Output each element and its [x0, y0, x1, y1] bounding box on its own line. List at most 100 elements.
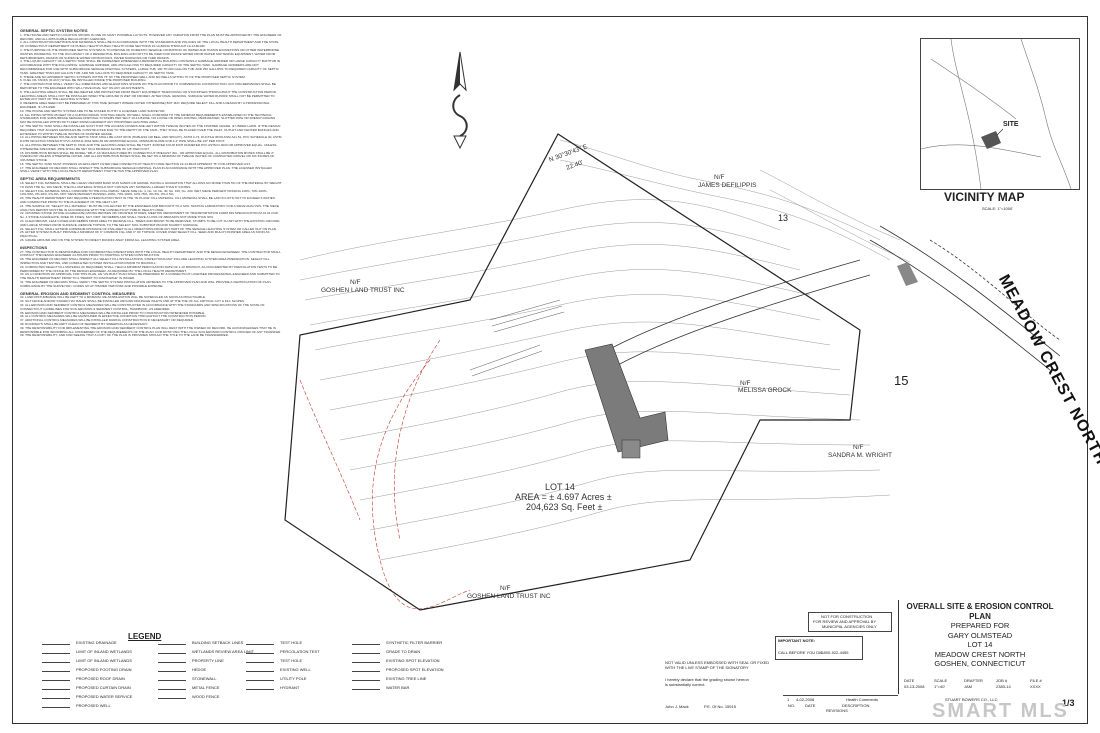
- title-block-frame: [898, 600, 1063, 694]
- site-label: SITE: [1003, 121, 1019, 128]
- job-label: JOB #: [996, 678, 1008, 683]
- not-for-construction-box: [808, 612, 892, 632]
- note-item: 4. THE LIQUID CAPACITY OF A SEPTIC TANK …: [20, 59, 281, 75]
- legend-swatch: [158, 662, 186, 663]
- legend-swatch: [352, 662, 380, 663]
- note-item: 3. THE PURPOSE OF THE PROPOSED SEPTIC SY…: [20, 47, 280, 60]
- neighbor-left-nf: N/F: [350, 279, 361, 286]
- inspection-notes-heading: INSPECTIONS: [20, 244, 48, 250]
- legend-swatch: [246, 653, 274, 654]
- legend-title: LEGEND: [128, 632, 162, 641]
- note-item: 29. COMPACTED SELECT FILL MATERIAL (IF R…: [20, 264, 278, 273]
- legend-label: SYNTHETIC FILTER BARRIER: [386, 640, 443, 645]
- important-note-box: [775, 636, 863, 660]
- engineer-pe-number: P.E. Of No. 15915: [704, 704, 736, 709]
- legend-swatch: [158, 698, 186, 699]
- legend-label: EXISTING SPOT ELEVATION: [386, 658, 440, 663]
- note-item: 11. ALL PIPING WITHIN 25 FEET OF A CURTA…: [20, 112, 276, 125]
- legend-label: LIMIT OF INLAND WETLANDS: [76, 649, 132, 654]
- title-line-5: MEADOW CREST NORTH: [934, 649, 1026, 659]
- fill-notes-heading: SEPTIC AREA REQUIREMENTS: [20, 176, 80, 182]
- revisions-col-date: DATE: [805, 703, 816, 708]
- legend-label: GRADE TO DRAIN: [386, 649, 421, 654]
- neighbor-left-name: GOSHEN LAND TRUST INC: [321, 287, 405, 294]
- note-item: 33. SILT FENCE AND/OR STAKED HAY BALES S…: [20, 299, 245, 304]
- note-item: 30. AS A CONDITION OF APPROVAL FOR THIS …: [20, 272, 280, 281]
- legend-label: EXISTING DRAINAGE: [76, 640, 117, 645]
- file-label: FILE #: [1030, 678, 1042, 683]
- for-review-note: FOR REVIEW AND APPROVAL BY: [813, 619, 877, 624]
- legend-label: HYDRANT: [280, 685, 300, 690]
- legend-swatch: [352, 671, 380, 672]
- legend-label: WATER BAR: [386, 685, 410, 690]
- legend-label: PROPOSED FOOTING DRAIN: [76, 667, 132, 672]
- fill-notes-list: 18. SELECT FILL MATERIAL SHALL BE CLEAN …: [20, 181, 282, 243]
- note-item: 7. THE CONTRACTOR SHALL VERIFY ALL DIMEN…: [20, 82, 276, 90]
- title-line-4: LOT 14: [967, 640, 993, 649]
- title-line-3: GARY OLMSTEAD: [947, 630, 1013, 640]
- legend-swatch: [42, 644, 70, 645]
- note-item: 35. EROSION AND SEDIMENT CONTROL MEASURE…: [20, 310, 206, 315]
- note-item: 21. THE SAMPLE OF "SELECT FILL MATERIAL"…: [20, 203, 279, 212]
- north-arrow-icon: [452, 51, 468, 150]
- note-item: 32. LAND DISTURBANCE WILL BE KEPT TO A M…: [20, 295, 206, 300]
- street-edges: [869, 225, 1061, 371]
- note-item: 18. SELECT FILL MATERIAL SHALL BE CLEAN …: [20, 181, 282, 189]
- note-item: 28. THE ENGINEER OF RECORD SHALL INSPECT…: [20, 257, 270, 266]
- legend-label: EXISTING WELL: [280, 667, 311, 672]
- call-number: 1-800-922-4455: [820, 650, 849, 655]
- legend-label: LIMIT OF INLAND WETLANDS: [76, 658, 132, 663]
- septic-notes-list: 1. THE HOUSE AND SEPTIC LOCATION SHOWN I…: [20, 33, 282, 174]
- drafter-label: DRAFTER: [964, 678, 983, 683]
- call-before-dig: CALL BEFORE YOU DIG: [778, 650, 824, 655]
- legend-label: UTILITY POLE: [280, 676, 307, 681]
- legend-swatch: [42, 707, 70, 708]
- neighbor-top-name: JAMES DEFILIPPIS: [698, 182, 757, 189]
- legend: EXISTING DRAINAGE LIMIT OF INLAND WETLAND…: [22, 636, 498, 714]
- neighbor-mid-name: MELISSA GROCK: [738, 387, 792, 394]
- note-item: 25. AFTER SYSTEM IS BUILT PROVIDE A MINI…: [20, 230, 270, 239]
- note-item: 23. CLEAN BRUSH, LEAF COVER AND DEBRIS F…: [20, 219, 281, 227]
- title-line-1: OVERALL SITE & EROSION CONTROL PLAN: [906, 602, 1054, 621]
- note-item: 31. THE ENGINEER OF RECORD SHALL VERIFY …: [20, 280, 271, 288]
- job-value: 2383-14: [996, 684, 1011, 689]
- legend-swatch: [158, 689, 186, 690]
- note-item: 39. THE RESPONSIBILITY FOR IMPLEMENTING …: [20, 325, 281, 338]
- drafter-value: JAM: [964, 684, 972, 689]
- note-item: 34. ALL EROSION AND SEDIMENT CONTROL MEA…: [20, 302, 265, 311]
- note-item: 27. THE CONTRACTOR IS RESPONSIBLE FOR CO…: [20, 249, 281, 258]
- revision-description: Health Comments: [846, 697, 879, 702]
- declare-note: I hereby declare that the grading shown …: [665, 677, 749, 682]
- note-item: 38. ROADWAYS SHALL BE KEPT CLEAN OF SEDI…: [20, 321, 149, 326]
- legend-swatch: [158, 671, 186, 672]
- date-value: 03-13-2008: [904, 684, 925, 689]
- title-block: OVERALL SITE & EROSION CONTROL PLAN PREP…: [898, 602, 1062, 672]
- note-item: 5. THERE ARE NO APPARENT SEPTIC SYSTEMS …: [20, 74, 246, 79]
- vicinity-map-scale: SCALE: 1"=1000': [982, 206, 1013, 211]
- note-item: 14. ALL PIPING BETWEEN THE SEPTIC TANK A…: [20, 142, 277, 151]
- erosion-notes-heading: GENERAL EROSION AND SEDIMENT CONTROL MEA…: [20, 290, 136, 296]
- municipal-note: MUNICIPAL AGENCIES ONLY: [822, 624, 877, 629]
- lot-14-area: AREA = ± 4.697 Acres ±: [515, 492, 612, 502]
- not-valid-note: NOT VALID UNLESS EMBOSSED WITH SEAL OR F…: [665, 660, 770, 665]
- legend-label: PROPOSED WELL: [76, 703, 111, 708]
- legend-label: HEDGE: [192, 667, 207, 672]
- lot-13-label: 13: [778, 213, 789, 223]
- legend-swatch: [246, 644, 274, 645]
- note-item: 19. SELECT FILL MATERIAL SHALL CONFORM T…: [20, 188, 268, 197]
- note-item: 15. DISTRIBUTION BOXES SHALL BE MODEL "D…: [20, 150, 275, 163]
- page-number: 1/3: [1062, 698, 1075, 708]
- site-marker-icon: [981, 131, 1001, 149]
- legend-swatch: [42, 653, 70, 654]
- legend-label: TEST HOLE: [280, 658, 303, 663]
- date-label: DATE: [904, 678, 915, 683]
- legend-label: STONEWALL: [192, 676, 217, 681]
- note-item: 9. RESERVE AREA NEED NOT BE PREPARED AT …: [20, 101, 270, 109]
- legend-swatch: [42, 689, 70, 690]
- legend-label: PERCOLATION TEST: [280, 649, 320, 654]
- note-item: 17. THE ENGINEER OF RECORD SHALL INSPECT…: [20, 165, 272, 174]
- legend-swatch: [42, 680, 70, 681]
- legend-swatch: [42, 698, 70, 699]
- engineer-name: John J. Mack: [665, 704, 689, 709]
